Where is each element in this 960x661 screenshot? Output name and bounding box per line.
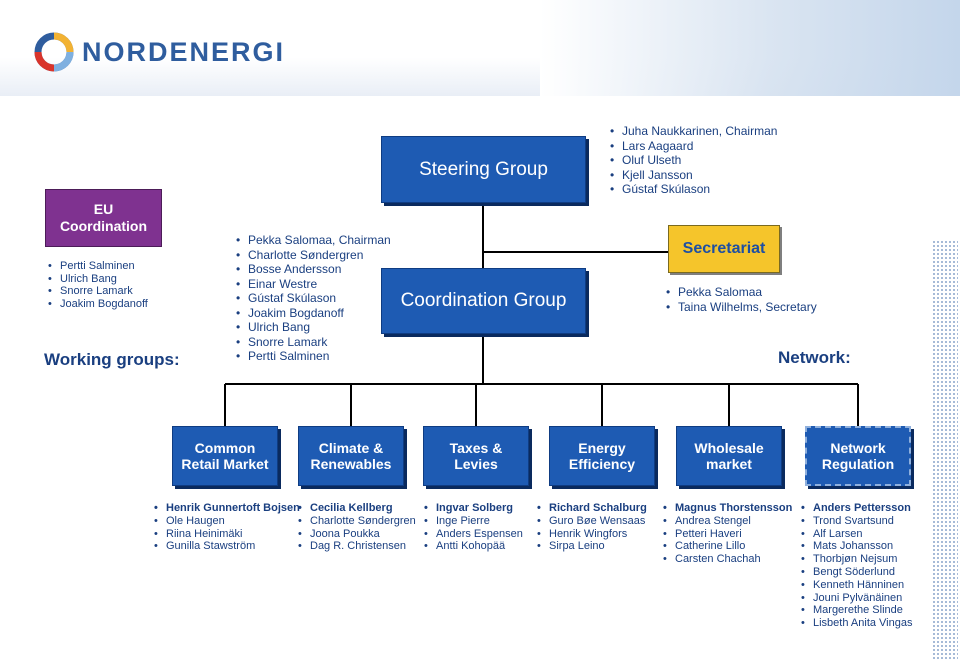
steering-group-box: Steering Group xyxy=(381,136,586,203)
list-item: Richard Schalburg xyxy=(537,502,647,515)
list-item: Riina Heinimäki xyxy=(154,528,300,541)
eu-coordination-box: EU Coordination xyxy=(45,189,162,247)
coordination-group-title: Coordination Group xyxy=(400,290,567,311)
group-title-line1: Network xyxy=(830,440,886,456)
secretariat-members: Pekka Salomaa Taina Wilhelms, Secretary xyxy=(666,285,817,314)
logo: NORDENERGI xyxy=(34,30,285,74)
eu-coordination-members: Pertti Salminen Ulrich Bang Snorre Lamar… xyxy=(48,260,148,310)
list-item: Mats Johansson xyxy=(801,540,912,553)
list-item: Ingvar Solberg xyxy=(424,502,523,515)
coordination-group-members: Pekka Salomaa, Chairman Charlotte Sønder… xyxy=(236,233,391,364)
list-item: Pekka Salomaa xyxy=(666,285,817,300)
list-item: Snorre Lamark xyxy=(48,285,148,298)
group-members-network-regulation: Anders Pettersson Trond Svartsund Alf La… xyxy=(801,502,912,630)
group-members-wholesale-market: Magnus Thorstensson Andrea Stengel Pette… xyxy=(663,502,792,566)
group-title-line1: Taxes & xyxy=(449,440,503,456)
list-item: Pertti Salminen xyxy=(48,260,148,273)
list-item: Gústaf Skúlason xyxy=(610,182,777,197)
list-item: Catherine Lillo xyxy=(663,540,792,553)
working-groups-label: Working groups: xyxy=(44,350,180,369)
list-item: Guro Bøe Wensaas xyxy=(537,515,647,528)
list-item: Jouni Pylvänäinen xyxy=(801,592,912,605)
list-item: Oluf Ulseth xyxy=(610,153,777,168)
coordination-group-box: Coordination Group xyxy=(381,268,586,334)
list-item: Magnus Thorstensson xyxy=(663,502,792,515)
list-item: Ulrich Bang xyxy=(48,273,148,286)
list-item: Inge Pierre xyxy=(424,515,523,528)
list-item: Einar Westre xyxy=(236,277,391,292)
group-box-climate-renewables: Climate &Renewables xyxy=(298,426,404,486)
list-item: Antti Kohopää xyxy=(424,540,523,553)
list-item: Sirpa Leino xyxy=(537,540,647,553)
list-item: Snorre Lamark xyxy=(236,335,391,350)
eu-title-line2: Coordination xyxy=(59,218,148,234)
list-item: Margerethe Slinde xyxy=(801,604,912,617)
list-item: Cecilia Kellberg xyxy=(298,502,416,515)
eu-title-line1: EU xyxy=(93,201,114,217)
list-item: Henrik Wingfors xyxy=(537,528,647,541)
list-item: Anders Pettersson xyxy=(801,502,912,515)
list-item: Gunilla Stawström xyxy=(154,540,300,553)
network-label: Network: xyxy=(778,348,851,367)
list-item: Henrik Gunnertoft Bojsen xyxy=(154,502,300,515)
list-item: Andrea Stengel xyxy=(663,515,792,528)
list-item: Taina Wilhelms, Secretary xyxy=(666,300,817,315)
secretariat-box: Secretariat xyxy=(668,225,780,273)
list-item: Bengt Söderlund xyxy=(801,566,912,579)
group-title-line2: market xyxy=(706,456,752,472)
group-title-line2: Levies xyxy=(454,456,498,472)
group-members-taxes-levies: Ingvar Solberg Inge Pierre Anders Espens… xyxy=(424,502,523,553)
list-item: Thorbjøn Nejsum xyxy=(801,553,912,566)
list-item: Petteri Haveri xyxy=(663,528,792,541)
group-title-line2: Retail Market xyxy=(181,456,269,472)
logo-icon xyxy=(34,32,74,72)
list-item: Alf Larsen xyxy=(801,528,912,541)
list-item: Joakim Bogdanoff xyxy=(236,306,391,321)
list-item: Lars Aagaard xyxy=(610,139,777,154)
list-item: Juha Naukkarinen, Chairman xyxy=(610,124,777,139)
group-members-energy-efficiency: Richard Schalburg Guro Bøe Wensaas Henri… xyxy=(537,502,647,553)
list-item: Anders Espensen xyxy=(424,528,523,541)
list-item: Bosse Andersson xyxy=(236,262,391,277)
group-title-line1: Energy xyxy=(578,440,626,456)
steering-group-title: Steering Group xyxy=(419,158,548,180)
group-title-line1: Common xyxy=(194,440,256,456)
brand-name: NORDENERGI xyxy=(82,36,286,67)
group-box-taxes-levies: Taxes &Levies xyxy=(423,426,529,486)
list-item: Ole Haugen xyxy=(154,515,300,528)
secretariat-title: Secretariat xyxy=(682,240,766,257)
group-members-common-retail-market: Henrik Gunnertoft Bojsen Ole Haugen Riin… xyxy=(154,502,300,553)
list-item: Gústaf Skúlason xyxy=(236,291,391,306)
group-title-line1: Wholesale xyxy=(694,440,764,456)
list-item: Trond Svartsund xyxy=(801,515,912,528)
group-title-line2: Regulation xyxy=(821,456,895,472)
list-item: Pekka Salomaa, Chairman xyxy=(236,233,391,248)
group-members-climate-renewables: Cecilia Kellberg Charlotte Søndergren Jo… xyxy=(298,502,416,553)
group-title-line1: Climate & xyxy=(318,440,384,456)
list-item: Carsten Chachah xyxy=(663,553,792,566)
list-item: Ulrich Bang xyxy=(236,320,391,335)
list-item: Joakim Bogdanoff xyxy=(48,298,148,311)
list-item: Kjell Jansson xyxy=(610,168,777,183)
list-item: Charlotte Søndergren xyxy=(298,515,416,528)
steering-group-members: Juha Naukkarinen, Chairman Lars Aagaard … xyxy=(610,124,777,197)
group-title-line2: Efficiency xyxy=(568,456,636,472)
list-item: Charlotte Søndergren xyxy=(236,248,391,263)
list-item: Lisbeth Anita Vingas xyxy=(801,617,912,630)
decorative-dots xyxy=(932,240,958,661)
list-item: Kenneth Hänninen xyxy=(801,579,912,592)
list-item: Joona Poukka xyxy=(298,528,416,541)
list-item: Dag R. Christensen xyxy=(298,540,416,553)
group-title-line2: Renewables xyxy=(310,456,392,472)
header-sky xyxy=(540,0,960,96)
list-item: Pertti Salminen xyxy=(236,349,391,364)
